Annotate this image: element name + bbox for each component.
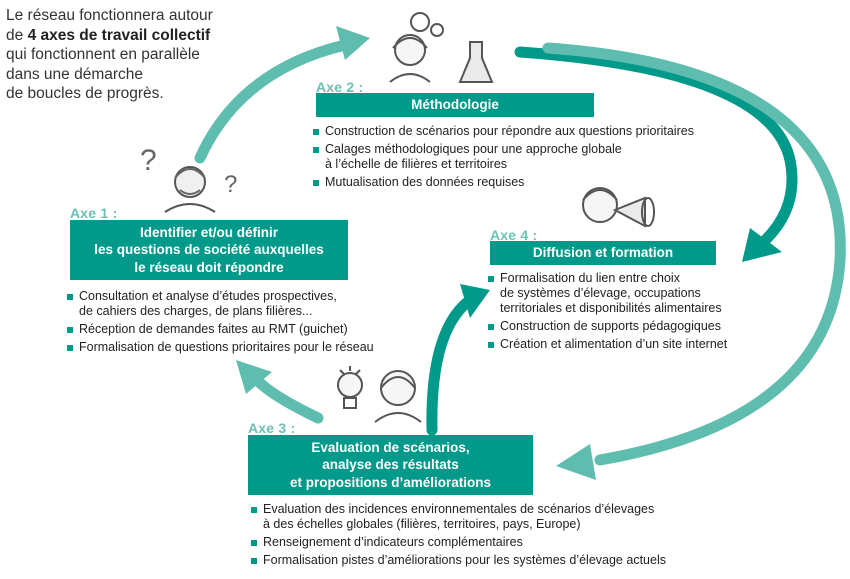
axe-1-bullet-2-text: Réception de demandes faites au RMT (gui… xyxy=(79,322,348,336)
axe-4-bullet-1-line-2: de systèmes d’élevage, occupations xyxy=(500,286,701,300)
arrow-axe3-to-axe4 xyxy=(426,284,490,436)
axe-3-title-line-1: Evaluation de scénarios, xyxy=(311,439,470,455)
axe-1-label: Axe 1 : xyxy=(70,205,118,221)
idea-person-icon xyxy=(337,366,422,423)
axe-3-bullet-2-text: Renseignement d’indicateurs complémentai… xyxy=(263,535,523,549)
axe-3-bullet-1: Evaluation des incidences environnementa… xyxy=(250,502,770,532)
axe-1-title-line-1: Identifier et/ou définir xyxy=(139,224,278,240)
axe-3-title-line-3: et propositions d’améliorations xyxy=(289,474,492,490)
axe-4-title: Diffusion et formation xyxy=(490,241,716,265)
axe-3-bullet-2: Renseignement d’indicateurs complémentai… xyxy=(250,535,770,550)
axe-3-bullets: Evaluation des incidences environnementa… xyxy=(250,502,770,571)
intro-line-1: Le réseau fonctionnera autour xyxy=(6,7,213,24)
svg-text:?: ? xyxy=(140,144,157,177)
axe-2-title: Méthodologie xyxy=(316,93,594,117)
axe-2-title-line-1: Méthodologie xyxy=(411,97,499,113)
axe-2-bullets: Construction de scénarios pour répondre … xyxy=(312,124,762,193)
axe-3-bullet-3-text: Formalisation pistes d’améliorations pou… xyxy=(263,553,666,567)
intro-text: Le réseau fonctionnera autour de 4 axes … xyxy=(6,6,276,104)
intro-line-4: dans une démarche xyxy=(6,65,144,83)
question-person-icon: ? ? xyxy=(140,144,237,213)
axe-1-bullet-1-line-2: de cahiers des charges, de plans filière… xyxy=(79,304,313,318)
axe-1-bullet-1-line-1: Consultation et analyse d’études prospec… xyxy=(79,289,337,303)
axe-2-bullet-1: Construction de scénarios pour répondre … xyxy=(312,124,762,139)
axe-3-bullet-1-line-1: Evaluation des incidences environnementa… xyxy=(263,502,655,516)
axe-3-title: Evaluation de scénarios, analyse des rés… xyxy=(248,435,533,495)
axe-3-title-line-2: analyse des résultats xyxy=(322,457,459,473)
axe-4-bullet-2-text: Construction de supports pédagogiques xyxy=(500,319,721,333)
axe-1-bullets: Consultation et analyse d’études prospec… xyxy=(66,289,426,358)
axe-4-bullet-3: Création et alimentation d’un site inter… xyxy=(487,337,787,352)
megaphone-person-icon xyxy=(582,187,655,228)
axe-1-title-line-2: les questions de société auxquelles xyxy=(94,242,324,258)
axe-3-bullet-1-line-2: à des échelles globales (filières, terri… xyxy=(263,517,581,531)
axe-1-title: Identifier et/ou définir les questions d… xyxy=(70,220,348,280)
arrow-axe3-to-axe1 xyxy=(236,360,324,424)
axe-1-bullet-1: Consultation et analyse d’études prospec… xyxy=(66,289,426,319)
intro-line-2: de 4 axes de travail collectif xyxy=(6,26,276,46)
scientist-icon xyxy=(389,12,494,83)
arrow-axe4-to-axe3 xyxy=(542,42,846,480)
axe-4-bullet-2: Construction de supports pédagogiques xyxy=(487,319,787,334)
axe-4-bullet-1-line-1: Formalisation du lien entre choix xyxy=(500,271,680,285)
intro-line-5: de boucles de progrès. xyxy=(6,85,164,102)
axe-2-bullet-3-text: Mutualisation des données requises xyxy=(325,175,525,189)
axe-2-bullet-2-line-2: à l’échelle de filières et territoires xyxy=(325,157,508,171)
axe-4-label: Axe 4 : xyxy=(490,227,538,243)
arrow-axe2-to-axe4 xyxy=(514,46,798,262)
axe-1-bullet-3-text: Formalisation de questions prioritaires … xyxy=(79,340,374,354)
intro-line-2-bold: 4 axes de travail collectif xyxy=(27,26,211,44)
axe-2-bullet-1-text: Construction de scénarios pour répondre … xyxy=(325,124,694,138)
axe-4-bullet-1-line-3: territoriales et disponibilités alimenta… xyxy=(500,301,722,315)
axe-3-bullet-3: Formalisation pistes d’améliorations pou… xyxy=(250,553,770,568)
intro-line-3: qui fonctionnent en parallèle xyxy=(6,46,200,63)
axe-1-bullet-3: Formalisation de questions prioritaires … xyxy=(66,340,426,355)
axe-2-bullet-2: Calages méthodologiques pour une approch… xyxy=(312,142,762,172)
svg-text:?: ? xyxy=(224,171,237,198)
axe-2-label: Axe 2 : xyxy=(316,79,364,95)
axe-4-bullet-3-text: Création et alimentation d’un site inter… xyxy=(500,337,728,351)
axe-4-title-line-1: Diffusion et formation xyxy=(532,245,674,261)
axe-2-bullet-3: Mutualisation des données requises xyxy=(312,175,762,190)
axe-1-title-line-3: le réseau doit répondre xyxy=(134,259,284,275)
axe-3-label: Axe 3 : xyxy=(248,420,296,436)
axe-2-bullet-2-line-1: Calages méthodologiques pour une approch… xyxy=(325,142,622,156)
axe-1-bullet-2: Réception de demandes faites au RMT (gui… xyxy=(66,322,426,337)
arrow-axe1-to-axe2 xyxy=(194,26,370,164)
intro-line-2-pre: de xyxy=(6,26,28,44)
